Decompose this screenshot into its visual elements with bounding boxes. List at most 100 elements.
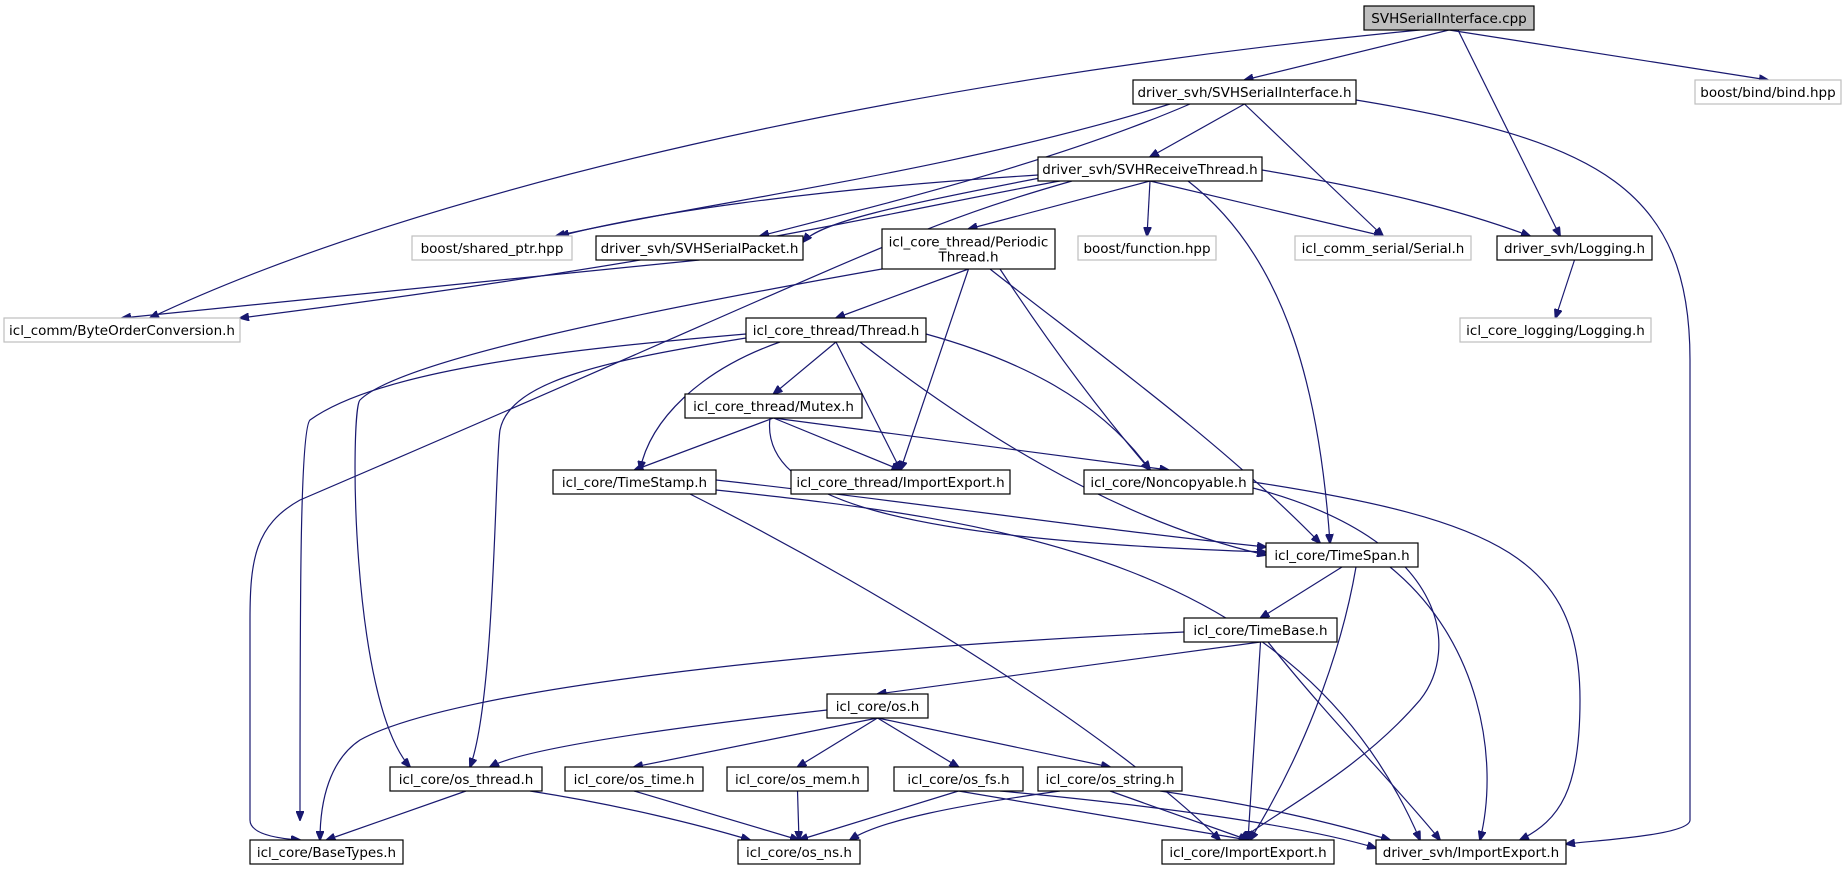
node-serial[interactable]: icl_comm_serial/Serial.h: [1294, 235, 1472, 261]
edge-periodic-thread-to-os-thread: [354, 268, 883, 767]
node-noncopyable[interactable]: icl_core/Noncopyable.h: [1083, 469, 1254, 495]
node-label: boost/function.hpp: [1083, 241, 1210, 257]
node-label: icl_core_thread/Periodic: [889, 235, 1049, 251]
node-timestamp[interactable]: icl_core/TimeStamp.h: [552, 469, 717, 495]
edge-periodic-thread-to-thread-importexport: [901, 268, 970, 470]
edge-thread-h-to-timestamp: [640, 341, 781, 470]
node-box[interactable]: [826, 693, 929, 719]
node-timespan[interactable]: icl_core/TimeSpan.h: [1265, 542, 1419, 568]
node-thread-h[interactable]: icl_core_thread/Thread.h: [745, 317, 927, 343]
node-label: icl_core/TimeStamp.h: [562, 475, 707, 491]
node-boost-shared-ptr[interactable]: boost/shared_ptr.hpp: [411, 235, 573, 261]
edge-svhreceivethread-to-basetypes: [249, 180, 1073, 840]
node-box[interactable]: [1363, 5, 1535, 31]
node-box[interactable]: [1037, 766, 1183, 792]
edge-os-h-to-os-time: [634, 717, 878, 767]
node-box[interactable]: [1496, 235, 1653, 261]
node-box[interactable]: [249, 839, 404, 865]
node-box[interactable]: [1294, 235, 1472, 261]
node-svhserialpacket[interactable]: driver_svh/SVHSerialPacket.h: [595, 235, 804, 261]
node-os-ns[interactable]: icl_core/os_ns.h: [737, 839, 861, 865]
node-core-importexport[interactable]: icl_core/ImportExport.h: [1161, 839, 1335, 865]
node-box[interactable]: [1077, 235, 1217, 261]
node-label: boost/shared_ptr.hpp: [421, 241, 564, 257]
node-label: icl_core/os.h: [836, 699, 920, 715]
edge-thread-h-to-noncopyable: [925, 333, 1150, 470]
node-box[interactable]: [737, 839, 861, 865]
edge-svhreceivethread-to-svhserialpacket: [803, 177, 1041, 242]
edge-periodic-thread-to-thread-h: [836, 268, 969, 318]
node-svhserialinterface-h[interactable]: driver_svh/SVHSerialInterface.h: [1132, 79, 1357, 105]
node-box[interactable]: [745, 317, 927, 343]
node-mutex-h[interactable]: icl_core_thread/Mutex.h: [684, 393, 863, 419]
edge-timespan-to-timebase: [1261, 566, 1343, 618]
edge-os-fs-to-svh-importexport: [999, 790, 1376, 848]
node-thread-importexport[interactable]: icl_core_thread/ImportExport.h: [790, 469, 1011, 495]
node-label: driver_svh/Logging.h: [1504, 241, 1645, 257]
node-box[interactable]: [1694, 79, 1842, 105]
node-box[interactable]: [1037, 156, 1263, 182]
node-layer: SVHSerialInterface.cpp driver_svh/SVHSeri…: [3, 5, 1842, 865]
node-basetypes[interactable]: icl_core/BaseTypes.h: [249, 839, 404, 865]
node-box[interactable]: [726, 766, 869, 792]
edge-mutex-h-to-thread-importexport: [773, 417, 901, 470]
node-svh-importexport[interactable]: driver_svh/ImportExport.h: [1375, 839, 1567, 865]
node-box[interactable]: [389, 766, 543, 792]
node-box[interactable]: [881, 228, 1056, 270]
edge-timebase-to-basetypes: [320, 631, 1185, 840]
edge-os-thread-to-basetypes: [327, 790, 467, 840]
node-box[interactable]: [564, 766, 704, 792]
edge-svhserialinterface-h-to-serial: [1244, 103, 1384, 236]
edge-svhserialinterface-h-to-svhreceivethread: [1150, 103, 1245, 157]
node-box[interactable]: [1132, 79, 1357, 105]
node-label: icl_core/TimeBase.h: [1193, 623, 1327, 639]
node-timebase[interactable]: icl_core/TimeBase.h: [1183, 617, 1338, 643]
node-box[interactable]: [595, 235, 804, 261]
node-svh-logging[interactable]: driver_svh/Logging.h: [1496, 235, 1653, 261]
node-label: icl_comm/ByteOrderConversion.h: [9, 323, 235, 339]
node-box[interactable]: [1375, 839, 1567, 865]
node-label: icl_core/os_ns.h: [746, 845, 852, 861]
node-root[interactable]: SVHSerialInterface.cpp: [1363, 5, 1535, 31]
node-os-time[interactable]: icl_core/os_time.h: [564, 766, 704, 792]
node-boost-function[interactable]: boost/function.hpp: [1077, 235, 1217, 261]
node-svhreceivethread[interactable]: driver_svh/SVHReceiveThread.h: [1037, 156, 1263, 182]
node-box[interactable]: [1083, 469, 1254, 495]
node-box[interactable]: [1161, 839, 1335, 865]
edge-svhreceivethread-to-serial: [1149, 180, 1383, 236]
node-os-thread[interactable]: icl_core/os_thread.h: [389, 766, 543, 792]
edge-mutex-h-to-noncopyable: [773, 417, 1169, 470]
node-box[interactable]: [552, 469, 717, 495]
edge-thread-h-to-timespan: [859, 341, 1266, 555]
edge-root-to-boost-bind: [1448, 29, 1768, 80]
edge-os-string-to-os-ns: [850, 790, 1061, 840]
node-box[interactable]: [1265, 542, 1419, 568]
edge-noncopyable-to-svh-importexport: [1252, 481, 1581, 840]
node-box[interactable]: [3, 317, 241, 343]
node-box[interactable]: [411, 235, 573, 261]
edge-root-to-svhserialinterface-h: [1245, 29, 1450, 80]
edge-svhreceivethread-to-periodic-thread: [969, 180, 1151, 229]
node-core-logging[interactable]: icl_core_logging/Logging.h: [1459, 317, 1652, 343]
node-os-string[interactable]: icl_core/os_string.h: [1037, 766, 1183, 792]
node-boost-bind[interactable]: boost/bind/bind.hpp: [1694, 79, 1842, 105]
node-label: driver_svh/SVHReceiveThread.h: [1042, 162, 1257, 178]
node-box[interactable]: [684, 393, 863, 419]
node-os-h[interactable]: icl_core/os.h: [826, 693, 929, 719]
node-label: icl_core/os_string.h: [1045, 772, 1174, 788]
edge-mutex-h-to-timestamp: [635, 417, 774, 470]
node-os-mem[interactable]: icl_core/os_mem.h: [726, 766, 869, 792]
node-box[interactable]: [1459, 317, 1652, 343]
edge-os-h-to-os-fs: [877, 717, 959, 767]
edge-periodic-thread-to-timespan: [989, 268, 1320, 543]
edge-os-h-to-os-thread: [490, 709, 828, 767]
edge-svhserialpacket-to-byteorder: [122, 259, 700, 318]
node-byteorder[interactable]: icl_comm/ByteOrderConversion.h: [3, 317, 241, 343]
node-box[interactable]: [790, 469, 1011, 495]
edge-os-time-to-os-ns: [633, 790, 799, 840]
node-os-fs[interactable]: icl_core/os_fs.h: [893, 766, 1024, 792]
edge-svhreceivethread-to-timespan: [1187, 180, 1330, 543]
node-box[interactable]: [1183, 617, 1338, 643]
node-box[interactable]: [893, 766, 1024, 792]
